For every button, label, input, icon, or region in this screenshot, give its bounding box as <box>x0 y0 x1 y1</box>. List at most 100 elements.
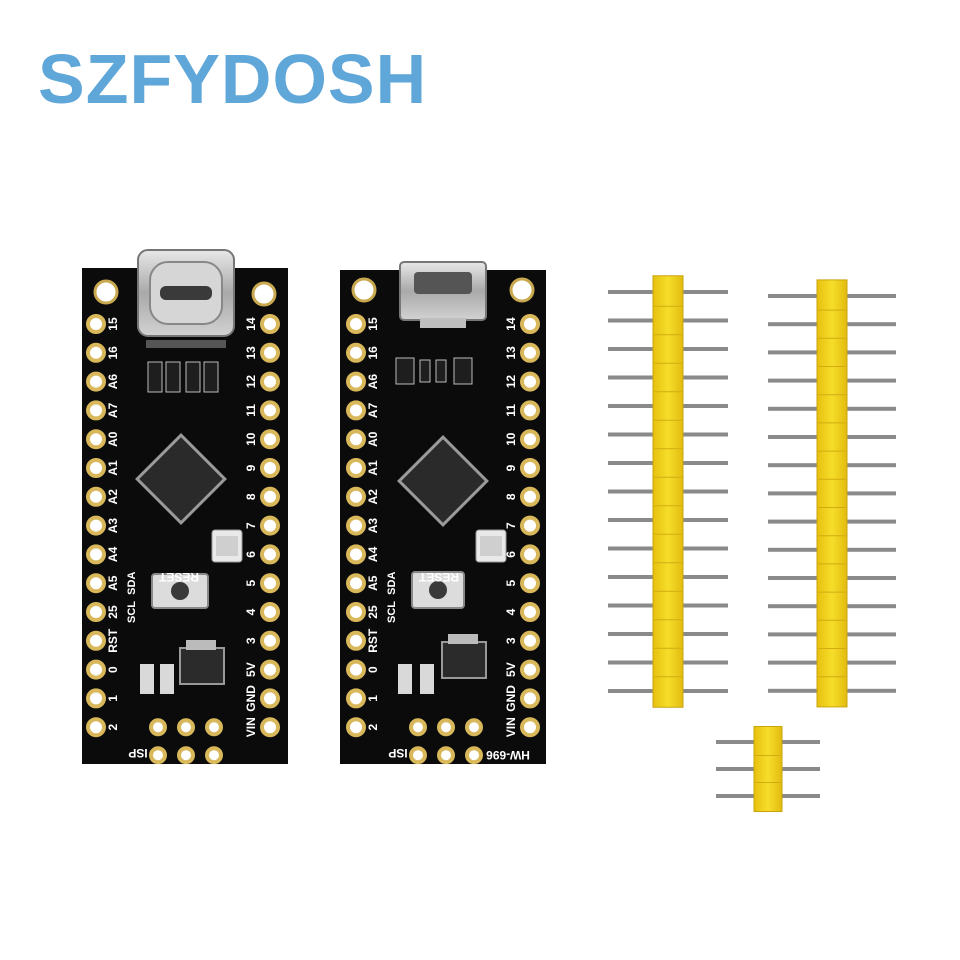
pin-label: 9 <box>504 464 518 471</box>
scl-label: SCL <box>386 601 398 623</box>
isp-pad <box>149 718 167 737</box>
pin-label: 7 <box>244 522 258 529</box>
header-pad <box>260 544 280 565</box>
header-pad <box>346 659 366 680</box>
pin-label: 0 <box>106 666 120 673</box>
isp-label: ISP <box>128 746 147 760</box>
header-pad <box>520 573 540 594</box>
pin-label: GND <box>244 685 258 712</box>
header-pad <box>520 659 540 680</box>
header-pad <box>86 400 106 421</box>
header-pad <box>520 515 540 536</box>
header-pad <box>346 429 366 450</box>
pin-label: 13 <box>244 346 258 360</box>
pin-label: A5 <box>366 575 380 591</box>
pin-label: 12 <box>504 375 518 389</box>
pin-label: A2 <box>366 489 380 505</box>
reset-label: RESET <box>418 570 459 584</box>
header-pad <box>260 400 280 421</box>
header-pad <box>520 717 540 738</box>
header-pad <box>520 544 540 565</box>
header-pad <box>86 544 106 565</box>
pin-label: 11 <box>504 404 518 417</box>
header-pad <box>86 342 106 363</box>
pin-label: 3 <box>504 637 518 644</box>
header-pad <box>260 659 280 680</box>
header-pad <box>86 314 106 334</box>
pin-label: 5V <box>504 662 518 677</box>
pin-label: A3 <box>106 518 120 534</box>
header-pad <box>346 602 366 622</box>
pin-label: A6 <box>106 374 120 390</box>
brand-watermark: SZFYDOSH <box>38 40 428 118</box>
pin-label: A1 <box>366 460 380 476</box>
isp-pad <box>205 718 223 737</box>
header-pad <box>86 602 106 622</box>
pin-label: GND <box>504 685 518 712</box>
voltage-regulator <box>441 641 487 679</box>
led <box>398 664 412 694</box>
header-pad <box>260 573 280 594</box>
pin-label: 6 <box>244 551 258 558</box>
mounting-hole <box>509 277 535 303</box>
header-body <box>652 275 684 708</box>
pin-label: 16 <box>106 346 120 360</box>
pin-label: 2 <box>106 724 120 731</box>
pin-label: VIN <box>504 717 518 737</box>
pin-label: A3 <box>366 518 380 534</box>
header-15-pin-a <box>608 275 728 708</box>
pin-label: 1 <box>366 695 380 702</box>
scl-label: SCL <box>126 601 138 623</box>
isp-pad <box>409 746 427 765</box>
header-15-pin-b <box>768 279 896 708</box>
pin-label: A4 <box>366 546 380 562</box>
isp-pad <box>437 718 455 737</box>
pin-label: 14 <box>244 317 258 331</box>
header-pad <box>86 659 106 680</box>
pin-label: 9 <box>244 464 258 471</box>
header-pad <box>260 717 280 738</box>
led <box>160 664 174 694</box>
mounting-hole <box>251 281 277 307</box>
pin-label: A7 <box>106 402 120 418</box>
sda-label: SDA <box>386 572 398 595</box>
header-pad <box>346 371 366 392</box>
header-pad <box>260 630 280 651</box>
header-pad <box>260 314 280 334</box>
isp-pad <box>409 718 427 737</box>
header-pad <box>346 717 366 738</box>
model-label: HW-696 <box>486 748 530 762</box>
pin-label: 16 <box>366 346 380 360</box>
pin-label: 8 <box>244 493 258 500</box>
header-pad <box>86 630 106 651</box>
header-pad <box>260 371 280 392</box>
header-pad <box>260 342 280 363</box>
pin-headers <box>608 275 896 812</box>
header-pad <box>86 486 106 507</box>
pin-label: 25 <box>106 605 120 619</box>
header-pad <box>520 630 540 651</box>
header-pad <box>260 486 280 507</box>
led <box>420 664 434 694</box>
pin-label: RST <box>366 628 380 653</box>
mcu-chip <box>397 435 489 527</box>
pin-label: 11 <box>244 404 258 417</box>
header-pad <box>520 688 540 709</box>
pin-label: A7 <box>366 402 380 418</box>
header-pad <box>520 486 540 507</box>
header-pad <box>346 342 366 363</box>
header-pad <box>520 602 540 622</box>
pin-label: 1 <box>106 695 120 702</box>
header-pad <box>346 400 366 421</box>
isp-label: ISP <box>388 746 407 760</box>
pin-label: 5V <box>244 662 258 677</box>
header-pad <box>86 515 106 536</box>
pin-label: 3 <box>244 637 258 644</box>
header-pad <box>346 688 366 709</box>
header-pad <box>260 602 280 622</box>
header-pad <box>260 515 280 536</box>
header-pad <box>520 314 540 334</box>
mounting-hole <box>351 277 377 303</box>
header-pad <box>346 515 366 536</box>
